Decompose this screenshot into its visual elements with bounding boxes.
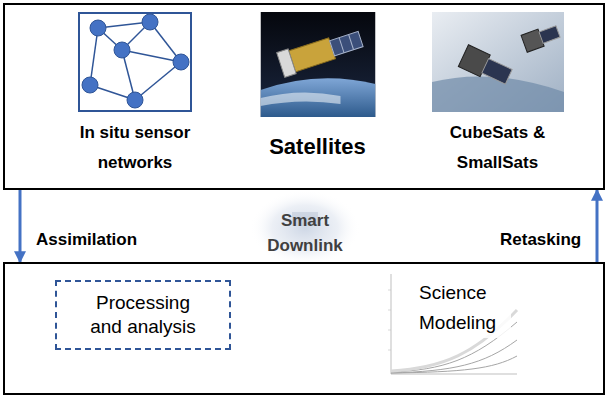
node-label: CubeSats & SmallSats — [410, 118, 585, 178]
node-label: Science Modeling — [419, 278, 511, 338]
node-label: Satellites — [250, 132, 385, 162]
node-label: Processing and analysis — [81, 291, 206, 339]
arrow-label: Retasking — [498, 230, 583, 250]
source-item: Science Modeling — [383, 270, 521, 396]
flow-arrow — [596, 190, 599, 262]
satellite-blur — [250, 190, 360, 266]
group-frame: In situ sensor networks Satellites CubeSat… — [3, 3, 605, 190]
group-frame: Processing and analysis Science Modeling — [3, 262, 605, 395]
cube-picture — [432, 12, 564, 116]
free-label: Smart Downlink — [250, 208, 360, 258]
net-picture — [78, 12, 192, 116]
source-item: CubeSats & SmallSats — [410, 10, 585, 186]
process-box: Processing and analysis — [55, 280, 231, 350]
node-label: In situ sensor networks — [45, 118, 225, 178]
source-item: Satellites — [250, 10, 385, 186]
arrow-label: Assimilation — [34, 230, 139, 250]
source-item: In situ sensor networks — [45, 10, 225, 186]
sat-picture — [260, 12, 375, 121]
flow-arrow — [19, 190, 22, 262]
